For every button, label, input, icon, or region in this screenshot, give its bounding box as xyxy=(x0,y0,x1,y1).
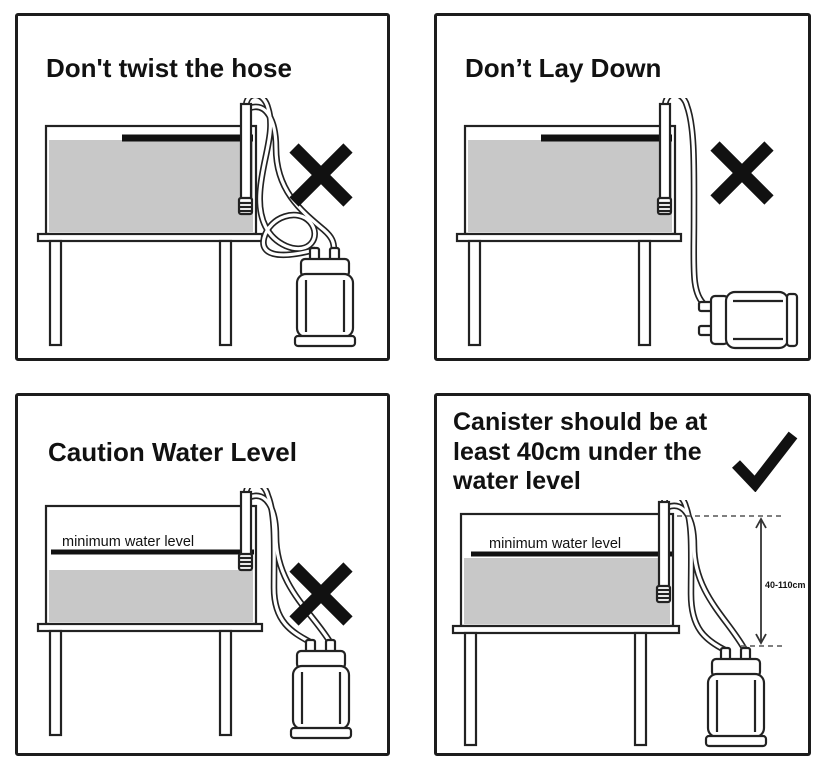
canister-filter-lying xyxy=(697,290,799,350)
measurement-guides: 40-110cm xyxy=(677,515,805,647)
intake-tube xyxy=(239,490,253,558)
illustration-lay-down xyxy=(455,98,799,350)
aquarium-tank xyxy=(44,124,258,236)
panel-title: Don't twist the hose xyxy=(46,53,292,83)
minimum-water-level-label: minimum water level xyxy=(62,534,194,550)
hose xyxy=(661,98,709,309)
tank-water xyxy=(468,140,672,232)
intake-strainer xyxy=(237,196,254,216)
aquarium-tank: minimum water level xyxy=(459,512,675,628)
intake-strainer xyxy=(656,196,673,216)
stand xyxy=(36,622,264,737)
panel-caution-water-level: Caution Water Level minimum water level xyxy=(15,393,390,756)
intake-tube xyxy=(657,500,671,590)
check-mark-icon xyxy=(732,431,798,492)
illustration-depth: minimum water level xyxy=(451,500,805,748)
panel-canister-depth: Canister should be at least 40cm under t… xyxy=(434,393,811,756)
canister-filter xyxy=(704,646,768,748)
tank-water xyxy=(49,140,253,232)
stand xyxy=(451,624,681,747)
x-mark-icon xyxy=(710,141,774,205)
hoses xyxy=(660,500,749,654)
canister-filter xyxy=(293,246,357,348)
stand xyxy=(36,232,264,347)
illustration-twist xyxy=(36,98,357,348)
intake-tube xyxy=(658,102,672,202)
stand xyxy=(455,232,683,347)
panel-dont-twist: Don't twist the hose xyxy=(15,13,390,361)
twisted-hose xyxy=(242,98,338,259)
tank-water xyxy=(49,570,253,622)
aquarium-tank: minimum water level xyxy=(44,504,258,626)
panel-title: Caution Water Level xyxy=(48,437,297,467)
panel-title: Canister should be at least 40cm under t… xyxy=(453,408,708,495)
panel-title: Don’t Lay Down xyxy=(465,53,662,83)
intake-strainer xyxy=(237,552,254,572)
aquarium-tank xyxy=(463,124,677,236)
intake-strainer xyxy=(655,584,672,604)
range-label: 40-110cm xyxy=(765,580,805,590)
tank-water xyxy=(464,558,670,624)
measurement-arrow xyxy=(755,517,767,645)
hoses xyxy=(242,488,334,646)
illustration-water-level: minimum water level xyxy=(36,488,353,740)
x-mark-icon xyxy=(289,562,353,626)
panel-dont-lay-down: Don’t Lay Down xyxy=(434,13,811,361)
minimum-water-level-label: minimum water level xyxy=(489,536,621,552)
x-mark-icon xyxy=(289,143,353,207)
intake-tube xyxy=(239,102,253,202)
canister-filter xyxy=(289,638,353,740)
